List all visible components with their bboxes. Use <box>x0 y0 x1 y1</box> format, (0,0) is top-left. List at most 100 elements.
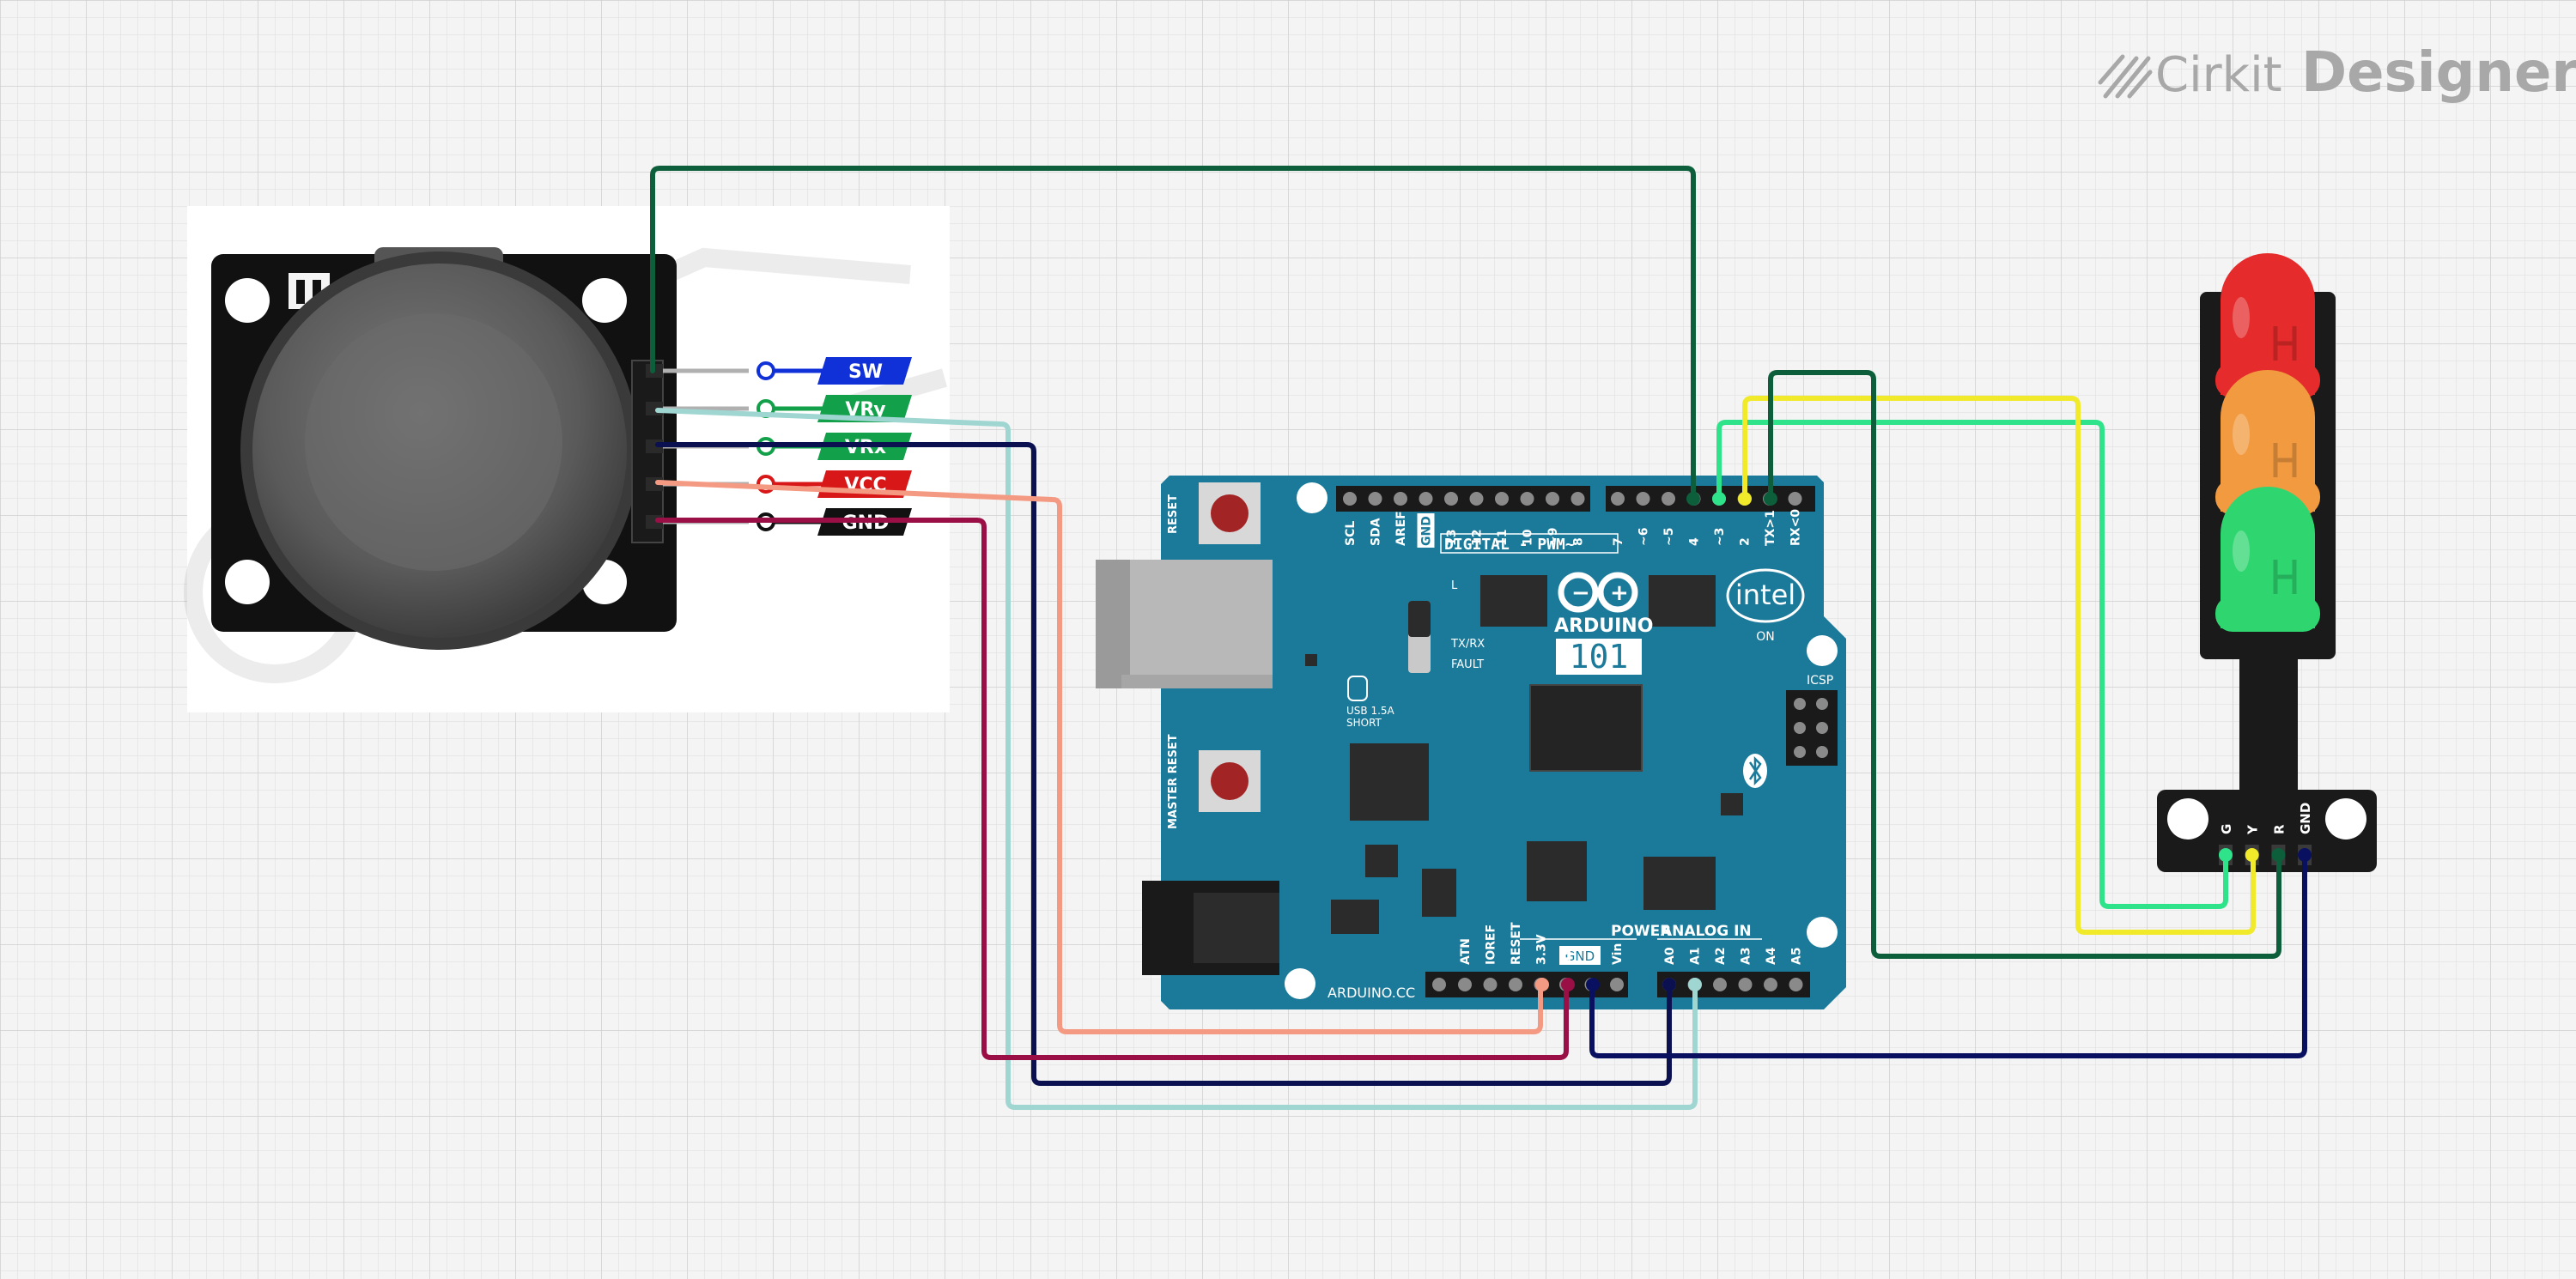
bluetooth-icon <box>1743 754 1767 788</box>
digital-pin[interactable] <box>1368 492 1382 506</box>
usb-note-2: SHORT <box>1346 717 1382 729</box>
chip <box>1305 654 1317 666</box>
power-pin[interactable] <box>1458 978 1472 991</box>
mounting-hole <box>1807 917 1838 948</box>
power-pin[interactable] <box>1610 978 1624 991</box>
wire-endpoint[interactable] <box>1561 978 1575 991</box>
wire-sw-to-d4[interactable] <box>650 166 1696 500</box>
mounting-hole <box>225 278 270 323</box>
model-badge <box>1556 639 1642 675</box>
cirkit-logo-icon <box>2098 54 2153 99</box>
plus-symbol: + <box>1610 580 1629 606</box>
wire-endpoint[interactable] <box>1535 978 1549 991</box>
digital-pin[interactable] <box>1343 492 1357 506</box>
power-pin-label: Vin <box>1611 943 1625 965</box>
analog-pin[interactable] <box>1789 978 1803 991</box>
wire-gnd-to-gnd[interactable] <box>655 518 1569 1060</box>
digital-pin-label: GND <box>1420 516 1434 546</box>
usb-connector-lip <box>1121 675 1273 688</box>
wire-d3-to-green[interactable] <box>1716 420 2228 909</box>
wire-endpoint[interactable] <box>1686 492 1700 506</box>
wire-gnd-to-tl-gnd[interactable] <box>1589 852 2307 1058</box>
power-pin[interactable] <box>1432 978 1446 991</box>
digital-pin[interactable] <box>1469 492 1484 506</box>
lamp-rim <box>2215 596 2320 632</box>
digital-pin[interactable] <box>1571 492 1585 506</box>
analog-pin-label: A0 <box>1663 947 1677 965</box>
model-number: 101 <box>1570 638 1629 676</box>
digital-pin[interactable] <box>1788 492 1802 506</box>
led-l-label: L <box>1451 579 1458 592</box>
pin-label: VRx <box>845 437 886 458</box>
website-label: ARDUINO.CC <box>1327 985 1415 1001</box>
digital-pin-label: 4 <box>1688 537 1702 546</box>
analog-pin-label: A4 <box>1765 947 1778 965</box>
chip <box>1331 900 1379 934</box>
lamp-highlight <box>2233 297 2250 338</box>
lamp-highlight <box>2233 414 2250 455</box>
analog-pin-label: A1 <box>1689 947 1703 965</box>
analog-pin-label: A3 <box>1740 947 1753 965</box>
chip <box>1480 575 1547 627</box>
digital-pin[interactable] <box>1546 492 1559 506</box>
digital-pin[interactable] <box>1611 492 1625 506</box>
analog-pin[interactable] <box>1713 978 1727 991</box>
mounting-hole <box>1285 968 1315 999</box>
fault-label: FAULT <box>1451 658 1484 671</box>
joystick-pin-sw[interactable]: SW <box>646 357 912 385</box>
digital-pin-label: ~3 <box>1713 528 1727 546</box>
power-title: POWER <box>1611 923 1671 940</box>
digital-pin[interactable] <box>1419 492 1433 506</box>
tl-pin-label: G <box>2219 824 2234 834</box>
arduino-brand: ARDUINO <box>1554 615 1653 637</box>
wire-endpoint[interactable] <box>1586 978 1600 991</box>
wire-endpoint[interactable] <box>1738 492 1752 506</box>
joystick-knob-pad <box>305 313 562 571</box>
traffic-light-base <box>2157 790 2377 872</box>
wire-endpoint[interactable] <box>1712 492 1726 506</box>
chip <box>1721 793 1743 815</box>
arduino-infinity-logo <box>1558 572 1638 613</box>
barrel-jack-inner <box>1194 893 1279 963</box>
power-pin[interactable] <box>1483 978 1498 991</box>
wire-vrx-to-a0[interactable] <box>655 442 1672 1086</box>
digital-pin[interactable] <box>1520 492 1534 506</box>
wire-endpoint[interactable] <box>1688 978 1702 991</box>
analog-pin[interactable] <box>1764 978 1777 991</box>
digital-pin-label: ~6 <box>1637 528 1651 546</box>
wire-vcc-to-5v[interactable] <box>655 480 1543 1034</box>
usb-connector-edge <box>1096 560 1130 688</box>
digital-pin[interactable] <box>1394 492 1407 506</box>
pin-label-flag <box>817 357 912 385</box>
main-processor-chip <box>1529 684 1643 772</box>
reset-label: RESET <box>1167 494 1180 534</box>
digital-pin[interactable] <box>1444 492 1458 506</box>
traffic-light-stem <box>2239 652 2298 798</box>
wire-d1-to-red[interactable] <box>1768 370 2281 959</box>
intel-text: intel <box>1735 579 1795 611</box>
analog-pin-label: A5 <box>1790 947 1804 965</box>
wire-endpoint[interactable] <box>1662 978 1676 991</box>
power-pin[interactable] <box>1509 978 1522 991</box>
digital-pin-label: 11 <box>1496 530 1510 546</box>
wire-d2-to-yellow[interactable] <box>1742 396 2256 935</box>
wires <box>650 166 2307 1110</box>
power-pin-label: IOREF <box>1485 924 1498 965</box>
digital-pin[interactable] <box>1662 492 1675 506</box>
brand-name-cirkit: Cirkit <box>2155 47 2282 103</box>
tl-pin-label: GND <box>2298 803 2313 834</box>
arduino-101-board[interactable]: RESET MASTER RESET ICSP <box>1096 476 1846 1009</box>
wire-endpoints <box>1535 492 1777 991</box>
pin-terminal[interactable] <box>756 361 775 380</box>
wire-endpoint[interactable] <box>1764 492 1777 506</box>
digital-pin[interactable] <box>1495 492 1509 506</box>
power-pin-label: ATN <box>1459 938 1473 965</box>
digital-pin[interactable] <box>1636 492 1650 506</box>
digital-pin-label: 13 <box>1445 530 1459 546</box>
digital-pin-label: AREF <box>1394 511 1408 546</box>
mounting-hole <box>225 560 270 604</box>
wire-vry-to-a1[interactable] <box>655 408 1698 1110</box>
analog-title: ANALOG IN <box>1661 923 1752 940</box>
analog-pin[interactable] <box>1738 978 1753 991</box>
